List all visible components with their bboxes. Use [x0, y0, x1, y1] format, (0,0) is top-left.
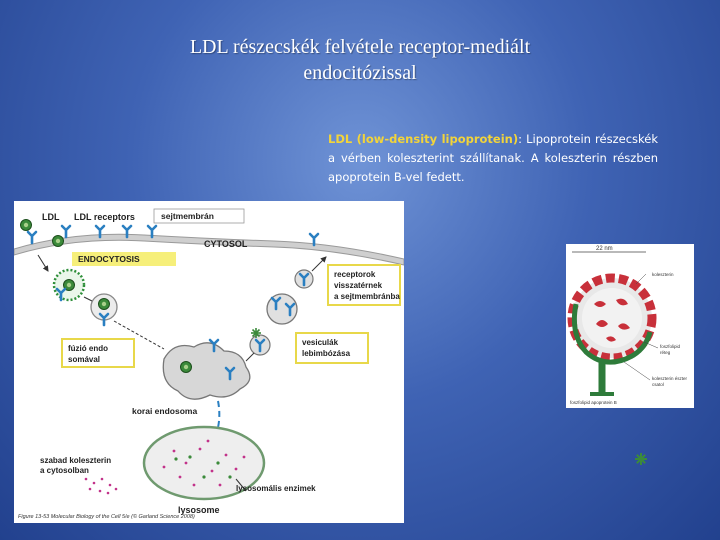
figure-caption: Figure 13-53 Molecular Biology of the Ce…: [18, 513, 195, 520]
em-label-2b: réteg: [660, 350, 671, 355]
cytosol-label: CYTOSOL: [204, 239, 248, 249]
star-icon: [635, 453, 647, 465]
endocytosis-diagram: LDL LDL receptors sejtmembrán CYTOSOL EN…: [14, 201, 404, 523]
ldl-structure-figure: 22 nm koleszterin foszfolipid réteg kole…: [566, 244, 694, 408]
desc-colon: :: [518, 132, 522, 146]
free-chol-1: szabad koleszterin: [40, 456, 111, 465]
receptors-return-1: receptorok: [334, 270, 376, 279]
ldl-receptors-label: LDL receptors: [74, 212, 135, 222]
membrane-label: sejtmembrán: [161, 211, 214, 221]
early-endosome: [162, 342, 251, 400]
lysosome-label: lysosome: [178, 505, 220, 515]
vesicles-budding-1: vesiculák: [302, 338, 339, 347]
endocytosis-label: ENDOCYTOSIS: [78, 254, 140, 264]
fusion-label-2: somával: [68, 355, 100, 364]
description-text: LDL (low-density lipoprotein): Lipoprote…: [328, 130, 658, 187]
fusion-label-1: fúzió endo: [68, 344, 108, 353]
receptors-return-3: a sejtmembránba: [334, 292, 400, 301]
slide-title: LDL részecskék felvétele receptor-mediál…: [60, 34, 660, 86]
title-line-1: LDL részecskék felvétele receptor-mediál…: [189, 36, 531, 58]
em-label-1: koleszterin: [652, 272, 674, 277]
em-label-3b: csatol: [652, 382, 664, 387]
lysosome: [142, 425, 266, 501]
plasma-membrane: [14, 233, 404, 266]
em-label-2a: foszfolipid: [660, 344, 681, 349]
free-chol-2: a cytosolban: [40, 466, 89, 475]
em-label-3a: koleszterin észter: [652, 376, 688, 381]
title-line-2: endocitózissal: [303, 62, 417, 84]
desc-body: Lipoprotein részecskék a vérben koleszte…: [328, 132, 658, 184]
vesicles-budding-2: lebimbózása: [302, 349, 351, 358]
ldl-term: LDL (low-density lipoprotein): [328, 132, 519, 146]
ldl-label: LDL: [42, 212, 60, 222]
early-endosome-label: korai endosoma: [132, 406, 197, 416]
lyso-enzymes-label: lysosomális enzimek: [236, 484, 316, 493]
em-label-4: foszfolipid apoprotein B: [570, 400, 617, 405]
receptors-return-2: visszatérnek: [334, 281, 383, 290]
scale-label: 22 nm: [596, 246, 613, 252]
